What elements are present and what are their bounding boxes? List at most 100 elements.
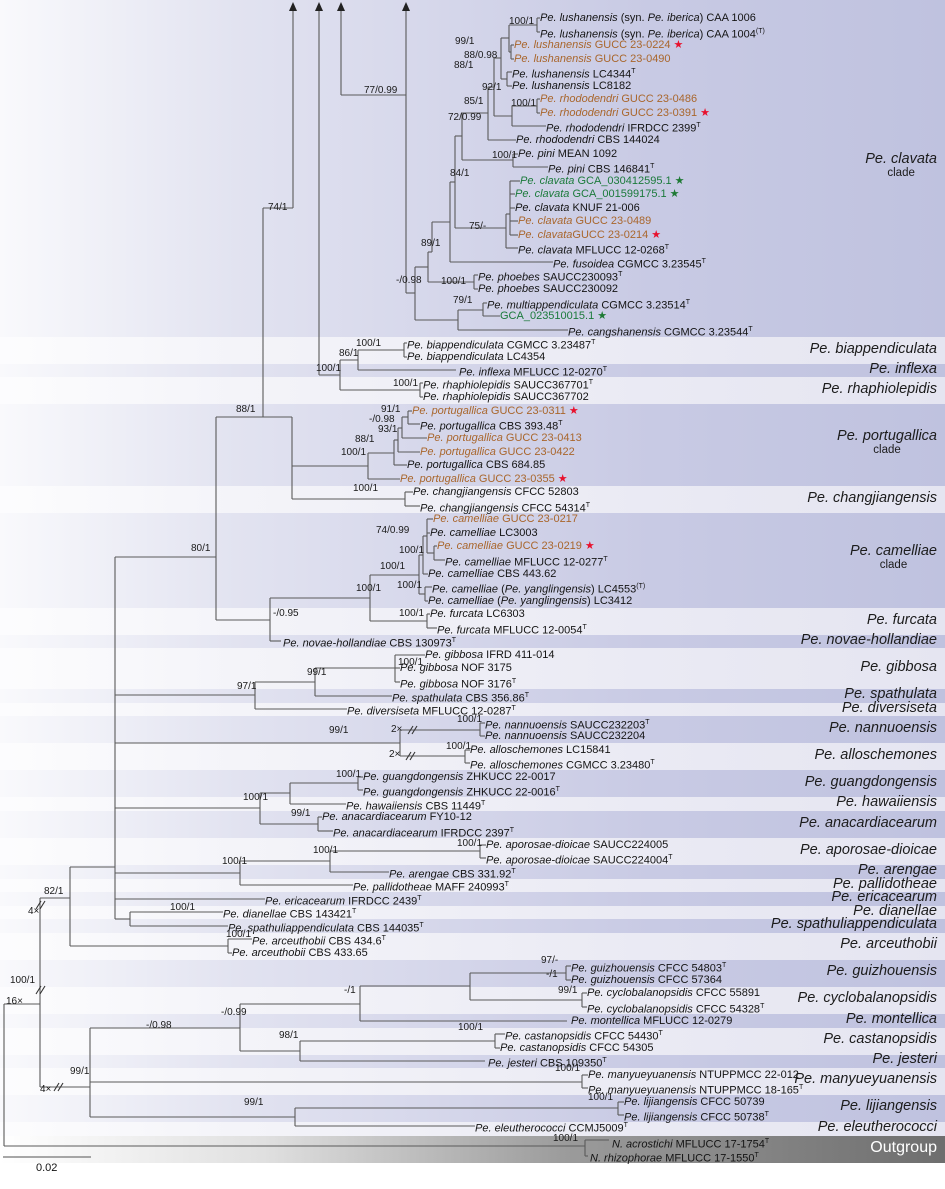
taxon-label: Pe. rhododendri CBS 144024 (516, 134, 660, 146)
taxon-label: Pe. fusoidea CGMCC 3.23545T (553, 258, 706, 271)
clade-label: Pe. furcata (866, 612, 937, 628)
support-value: 97/1 (237, 681, 257, 692)
taxon-label: Pe. rhododendri GUCC 23-0391★ (540, 107, 711, 119)
support-value: 100/1 (341, 447, 367, 458)
support-value: 86/1 (339, 348, 359, 359)
branch-break-icon (39, 900, 46, 910)
support-value: 100/1 (509, 16, 535, 27)
support-value: 98/1 (279, 1030, 299, 1041)
support-value: 4× (28, 906, 40, 917)
green-star-icon: ★ (674, 175, 685, 187)
clade-label: Pe. eleutherococci (817, 1119, 937, 1135)
support-value: 100/1 (356, 338, 382, 349)
support-value: 85/1 (464, 96, 484, 107)
support-value: 16× (6, 996, 23, 1007)
taxon-label: Pe. biappendiculata CGMCC 3.23487T (407, 339, 596, 352)
support-value: 100/1 (380, 561, 406, 572)
taxon-label: Pe. alloschemones LC15841 (470, 744, 611, 756)
support-value: 72/0.99 (448, 112, 482, 123)
taxon-label: Pe. camelliae LC3003 (430, 527, 538, 539)
taxon-label: Pe. lushanensis LC8182 (512, 80, 632, 92)
arrow-up-icon (289, 2, 297, 11)
taxon-label: Pe. lushanensis (syn. Pe. iberica) CAA 1… (540, 12, 756, 24)
taxon-label: Pe. aporosae-dioicae SAUCC224004T (486, 854, 673, 867)
red-star-icon: ★ (584, 540, 595, 552)
clade-label: Pe. montellica (845, 1011, 937, 1027)
support-value: 88/1 (355, 434, 375, 445)
clade-label: Pe. pallidotheae (833, 876, 937, 892)
support-value: 100/1 (492, 150, 518, 161)
taxon-label: Pe. aporosae-dioicae SAUCC224005 (486, 839, 669, 851)
support-value: 75/- (469, 221, 487, 232)
support-value: -/1 (546, 969, 558, 980)
taxon-label: Pe. pini MEAN 1092 (518, 148, 618, 160)
taxon-label: Pe. gibbosa NOF 3175 (400, 662, 512, 674)
support-value: 84/1 (450, 168, 470, 179)
branch-break-icon (407, 725, 414, 735)
clade-label: Pe. gibbosa (860, 659, 937, 675)
support-value: 100/1 (397, 580, 423, 591)
branch-break-icon (35, 900, 42, 910)
red-star-icon: ★ (673, 39, 684, 51)
support-value: 100/1 (446, 741, 472, 752)
taxon-label: Pe. anacardiacearum FY10-12 (322, 811, 472, 823)
taxon-label: Pe. camelliae (Pe. yanglingensis) LC3412 (428, 595, 633, 607)
clade-label: Pe. dianellae (853, 903, 937, 919)
taxon-label: Pe. castanopsidis CFCC 54305 (500, 1042, 654, 1054)
support-value: 100/1 (511, 98, 537, 109)
support-value: 100/1 (336, 769, 362, 780)
branch-break-icon (35, 985, 42, 995)
support-value: 100/1 (313, 845, 339, 856)
taxon-label: Pe. arengae CBS 331.92T (389, 868, 516, 881)
branch-break-icon (409, 751, 416, 761)
branch-break-icon (39, 985, 46, 995)
support-value: 100/1 (399, 608, 425, 619)
branch-break-icon (57, 1082, 64, 1092)
taxon-label: Pe. lushanensis GUCC 23-0224★ (514, 39, 684, 51)
taxon-label: Pe. clavata GCA_030412595.1★ (520, 175, 685, 187)
arrow-up-icon (315, 2, 323, 11)
taxon-label: Pe. spathuliappendiculata CBS 144035T (228, 922, 424, 935)
support-value: 100/1 (222, 856, 248, 867)
support-value: 100/1 (243, 792, 269, 803)
taxon-label: Pe. changjiangensis CFCC 52803 (413, 486, 579, 498)
taxon-label: Pe. camelliae MFLUCC 12-0277T (445, 556, 608, 569)
support-value: 88/1 (236, 404, 256, 415)
clade-label: Pe. hawaiiensis (836, 794, 937, 810)
clade-label: Pe. ericacearum (831, 889, 937, 905)
taxon-label: Pe. arceuthobii CBS 434.6T (252, 935, 386, 948)
clade-label: Pe. diversiseta (841, 700, 937, 716)
support-value: 100/1 (458, 1022, 484, 1033)
taxon-label: Pe. montellica MFLUCC 12-0279 (571, 1015, 733, 1027)
taxon-label: Pe. alloschemones CGMCC 3.23480T (470, 759, 655, 772)
taxon-label: Pe. camelliae GUCC 23-0219★ (437, 540, 595, 552)
taxon-label: N. rhizophorae MFLUCC 17-1550T (590, 1152, 759, 1165)
taxon-label: Pe. changjiangensis CFCC 54314T (420, 502, 591, 515)
taxon-label: Pe. rhododendri IFRDCC 2399T (546, 122, 701, 135)
support-value: 99/1 (307, 667, 327, 678)
support-value: 100/1 (316, 363, 342, 374)
clade-label: Pe. guizhouensis (826, 963, 937, 979)
clade-label: Pe. spathuliappendiculata (770, 916, 937, 932)
branch-break-icon (411, 725, 418, 735)
support-value: 92/1 (482, 82, 502, 93)
taxon-label: Pe. hawaiiensis CBS 11449T (346, 800, 486, 813)
support-value: 100/1 (226, 929, 252, 940)
taxon-label: Pe. spathulata CBS 356.86T (392, 692, 529, 705)
taxon-label: Pe. lijiangensis CFCC 50738T (624, 1111, 769, 1124)
branch-break-icon (405, 751, 412, 761)
taxon-label: Pe. lushanensis GUCC 23-0490 (514, 53, 671, 65)
support-value: 93/1 (378, 424, 398, 435)
support-value: 99/1 (244, 1097, 264, 1108)
clade-label: Pe. cyclobalanopsidis (797, 990, 937, 1006)
taxon-label: Pe. guangdongensis ZHKUCC 22-0016T (363, 786, 560, 799)
red-star-icon: ★ (651, 229, 662, 241)
green-star-icon: ★ (597, 310, 608, 322)
taxon-label: Pe. manyueyuanensis NTUPPMCC 18-165T (588, 1084, 804, 1097)
clade-label: Pe. alloschemones (814, 747, 937, 763)
support-value: 2× (389, 749, 401, 760)
support-value: 79/1 (453, 295, 473, 306)
